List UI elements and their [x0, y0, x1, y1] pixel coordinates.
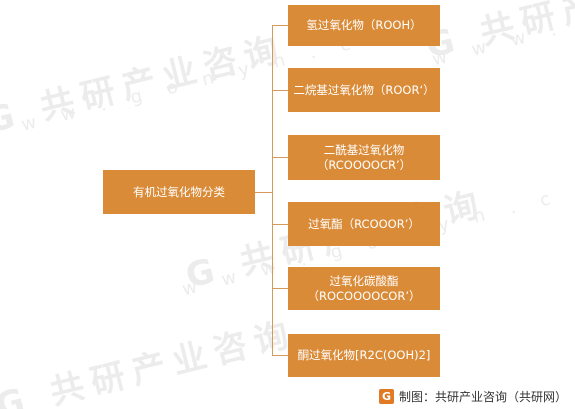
source-credit: G 制图：共研产业咨询（共研网）: [378, 387, 567, 405]
root-node-label: 有机过氧化物分类: [133, 184, 225, 199]
child-node-hydroperoxide: 氢过氧化物（ROOH）: [288, 5, 440, 46]
watermark-url: w w w . g o n y n . c o m: [430, 0, 575, 71]
child-node-formula: （ROCOOOOCOR’）: [307, 288, 421, 303]
child-node-ketone-peroxide: 酮过氧化物[R2C(OOH)2]: [288, 334, 440, 377]
child-node-label: 二酰基过氧化物: [323, 142, 405, 157]
branch-line: [272, 25, 288, 26]
child-node-label: 二烷基过氧化物（ROOR‘）: [293, 82, 435, 97]
root-node: 有机过氧化物分类: [103, 170, 255, 214]
child-node-formula: （RCOOOOCR’）: [316, 157, 412, 172]
branch-line: [272, 355, 288, 356]
child-node-diacyl-peroxide: 二酰基过氧化物 （RCOOOOCR’）: [288, 135, 440, 180]
watermark-brand: G 共研产业咨询: [421, 0, 575, 67]
child-node-label: 酮过氧化物[R2C(OOH)2]: [297, 348, 431, 362]
brand-logo-icon: G: [378, 388, 394, 404]
child-node-peroxycarbonate: 过氧化碳酸酯 （ROCOOOOCOR’）: [288, 267, 440, 310]
child-node-label: 氢过氧化物（ROOH）: [306, 18, 422, 32]
branch-line: [272, 288, 288, 289]
child-node-label: 过氧化碳酸酯: [329, 273, 399, 288]
branch-line: [272, 224, 288, 225]
watermark-brand: G 共研产业咨询: [0, 313, 301, 409]
root-connector: [255, 192, 273, 193]
branch-line: [272, 157, 288, 158]
child-node-label: 过氧酯（RCOOOR’）: [308, 216, 420, 231]
child-node-dialkyl-peroxide: 二烷基过氧化物（ROOR‘）: [288, 68, 440, 112]
child-node-peroxyester: 过氧酯（RCOOOR’）: [288, 202, 440, 246]
branch-line: [272, 90, 288, 91]
trunk-line: [272, 25, 273, 356]
watermark-brand: G 共研产业咨询: [0, 28, 291, 142]
source-credit-text: 制图：共研产业咨询（共研网）: [398, 389, 567, 404]
